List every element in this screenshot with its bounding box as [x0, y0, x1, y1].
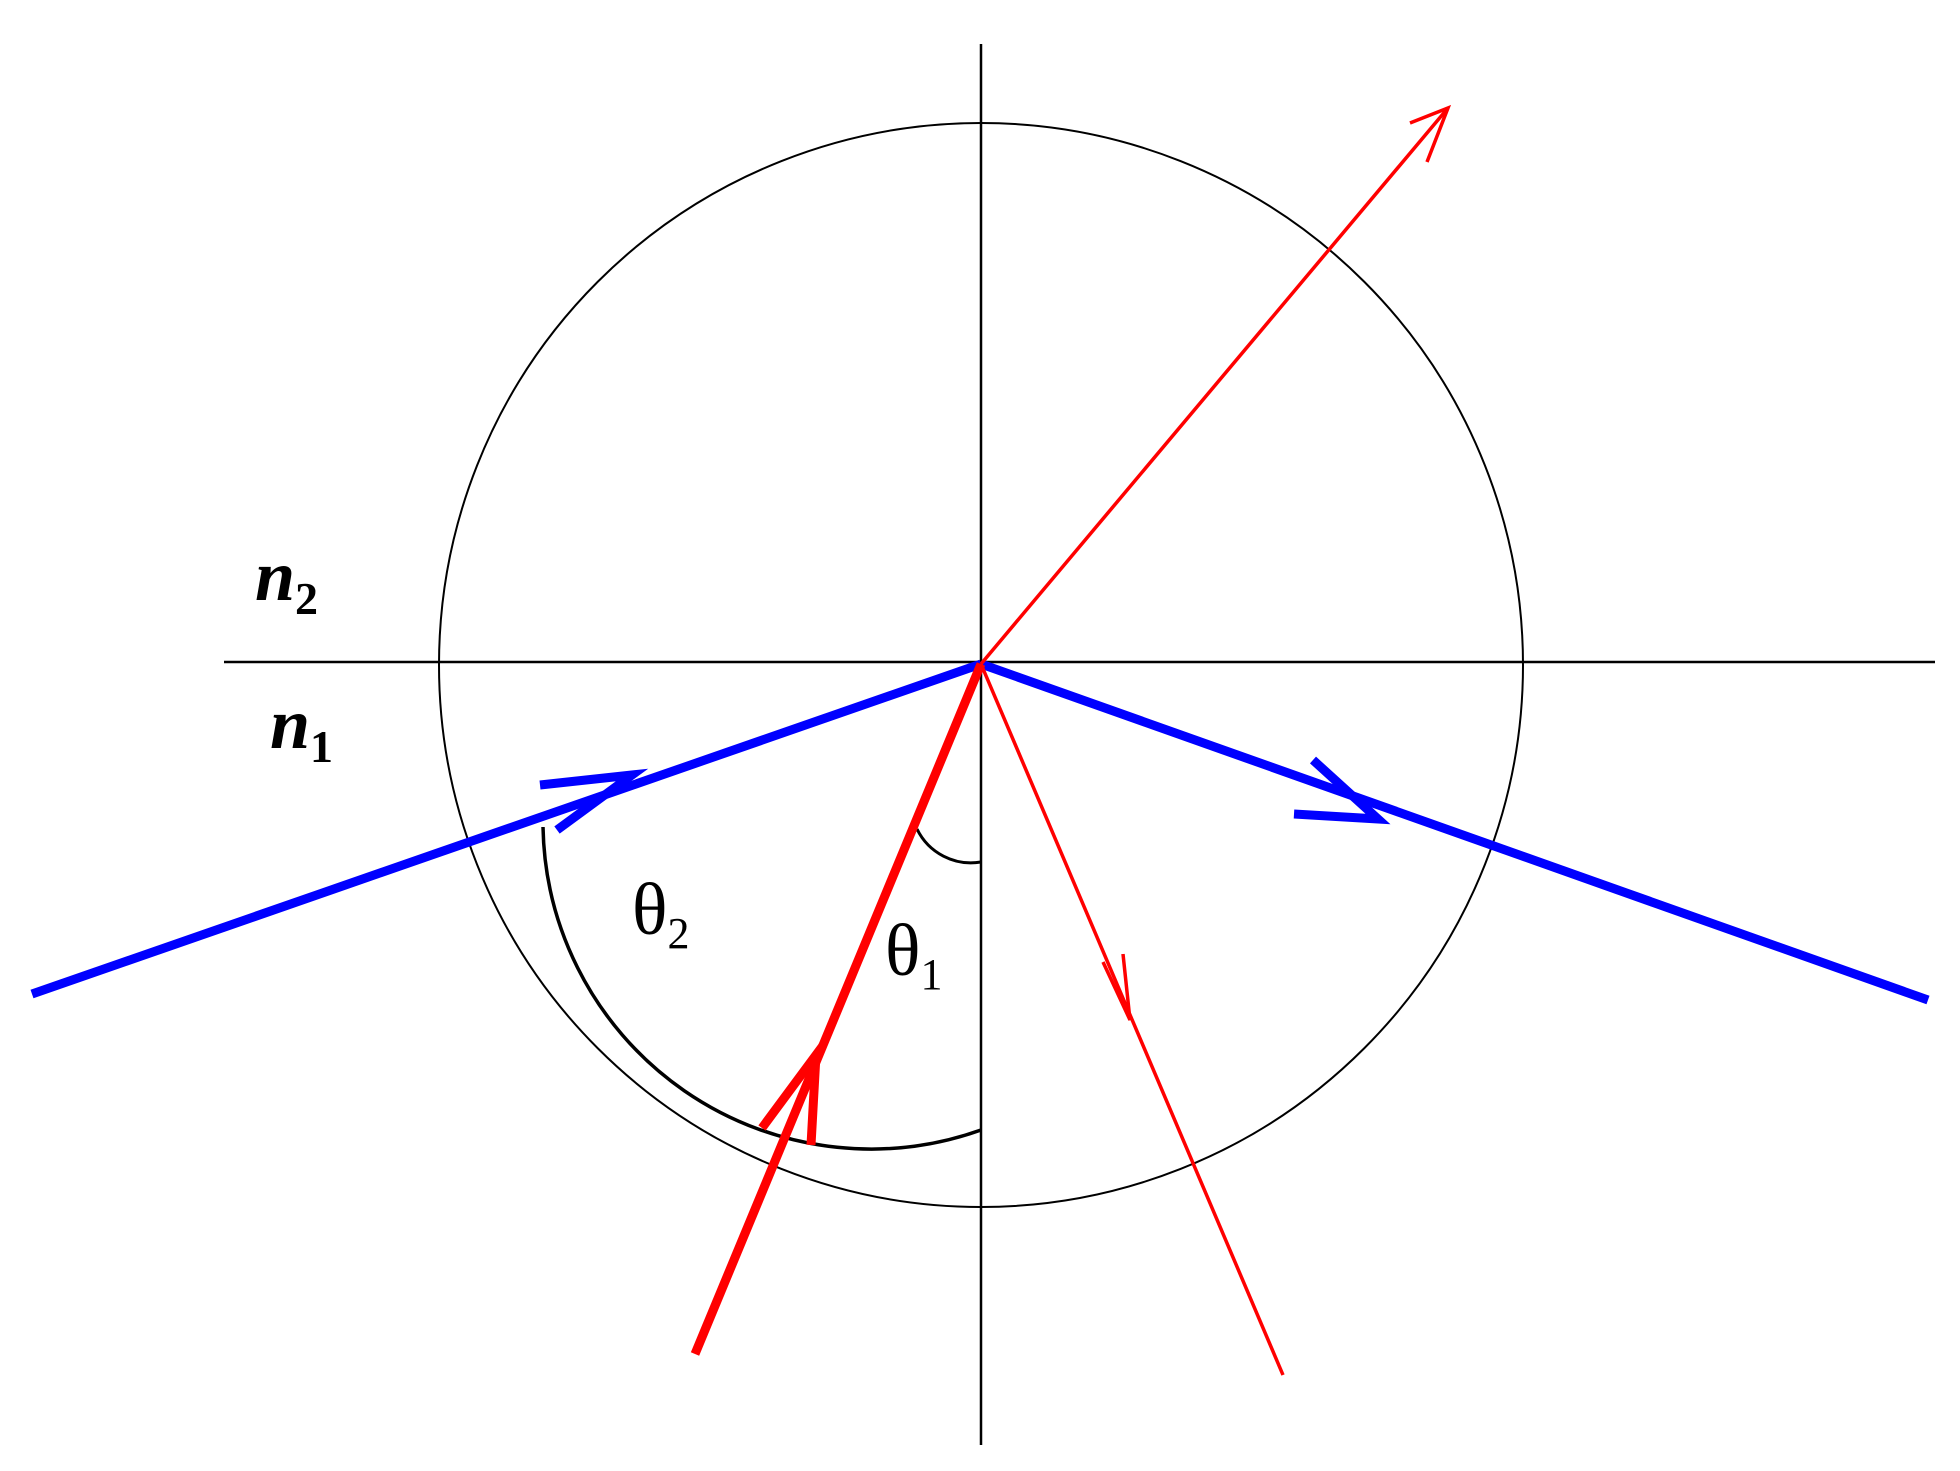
theta1-arc — [915, 828, 982, 865]
theta2-label: θ2 — [632, 869, 689, 958]
red-incident-ray — [690, 662, 986, 1356]
blue-refracted-ray — [979, 659, 1930, 1005]
blue-incident-ray — [30, 659, 983, 999]
n1-label: n1 — [270, 684, 333, 772]
theta1-label: θ1 — [885, 910, 942, 999]
blue-refracted-arrowhead — [1293, 756, 1391, 825]
blue-incident-arrowhead — [539, 768, 649, 834]
red-reflected-arrowhead — [1101, 953, 1132, 1021]
red-incident-arrowhead — [758, 1040, 822, 1146]
red-transmitted-arrowhead — [1409, 104, 1452, 163]
red-reflected-ray — [979, 663, 1285, 1376]
red-transmitted-ray — [979, 106, 1450, 666]
n2-label: n2 — [255, 536, 318, 624]
theta2-arc — [541, 826, 982, 1151]
